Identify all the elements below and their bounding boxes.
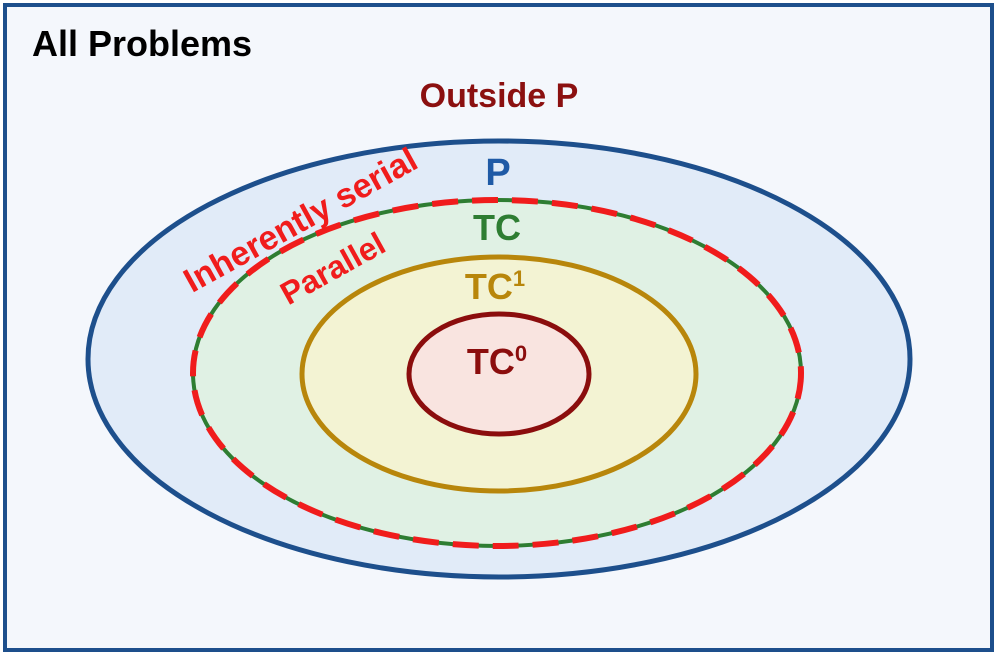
diagram-title: All Problems bbox=[32, 23, 252, 64]
tc0-region bbox=[406, 311, 592, 437]
tc1-label: TC1 bbox=[465, 266, 525, 307]
serial-parallel-boundary bbox=[190, 197, 804, 549]
tc0-label: TC0 bbox=[467, 341, 527, 382]
outside-p-label: Outside P bbox=[420, 77, 579, 115]
p-label: P bbox=[485, 152, 510, 194]
tc-label: TC bbox=[473, 207, 521, 248]
